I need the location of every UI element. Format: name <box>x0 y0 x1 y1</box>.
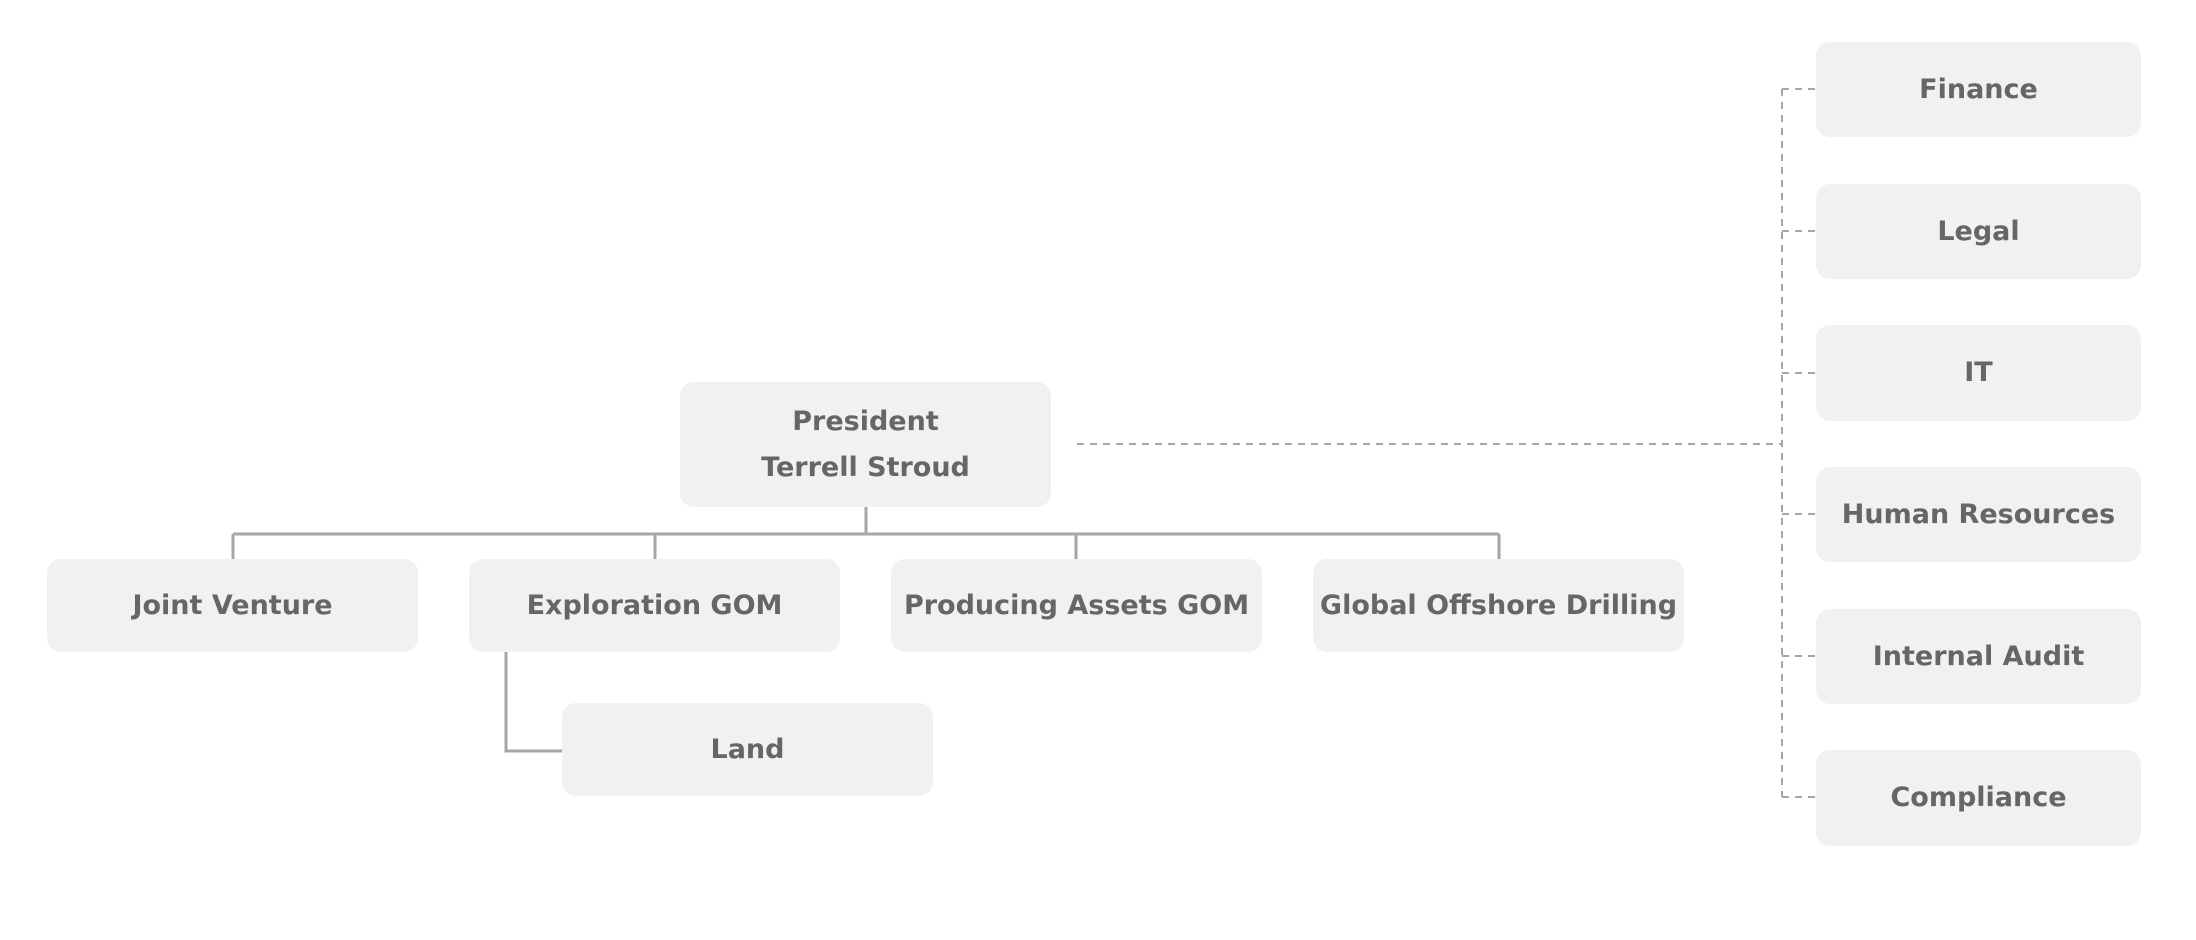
president-title: President <box>792 405 939 437</box>
staff-label: Compliance <box>1890 782 2067 813</box>
president-node[interactable]: President Terrell Stroud <box>680 382 1051 507</box>
department-label: Global Offshore Drilling <box>1319 589 1678 621</box>
department-node-exploration-gom[interactable]: Exploration GOM <box>469 559 840 652</box>
connector-land <box>504 652 562 753</box>
department-label: Producing Assets GOM <box>903 589 1250 621</box>
staff-label: Internal Audit <box>1872 640 2085 672</box>
staff-label: Legal <box>1937 215 2020 247</box>
staff-node-internal-audit[interactable]: Internal Audit <box>1816 609 2141 704</box>
staff-label: Human Resources <box>1841 498 2116 530</box>
staff-label: IT <box>1964 357 1993 388</box>
sub-unit-label: Land <box>710 733 785 765</box>
staff-node-finance[interactable]: Finance <box>1816 42 2141 137</box>
president-name: Terrell Stroud <box>761 451 970 483</box>
department-node-global-offshore-drilling[interactable]: Global Offshore Drilling <box>1313 559 1684 652</box>
staff-node-compliance[interactable]: Compliance <box>1816 750 2141 846</box>
department-label: Exploration GOM <box>526 589 783 621</box>
staff-label: Finance <box>1919 73 2038 105</box>
staff-node-legal[interactable]: Legal <box>1816 184 2141 279</box>
staff-node-it[interactable]: IT <box>1816 325 2141 421</box>
sub-unit-node-land[interactable]: Land <box>562 703 933 796</box>
staff-node-human-resources[interactable]: Human Resources <box>1816 467 2141 562</box>
department-node-producing-assets-gom[interactable]: Producing Assets GOM <box>891 559 1262 652</box>
department-label: Joint Venture <box>132 589 333 621</box>
department-node-joint-venture[interactable]: Joint Venture <box>47 559 418 652</box>
